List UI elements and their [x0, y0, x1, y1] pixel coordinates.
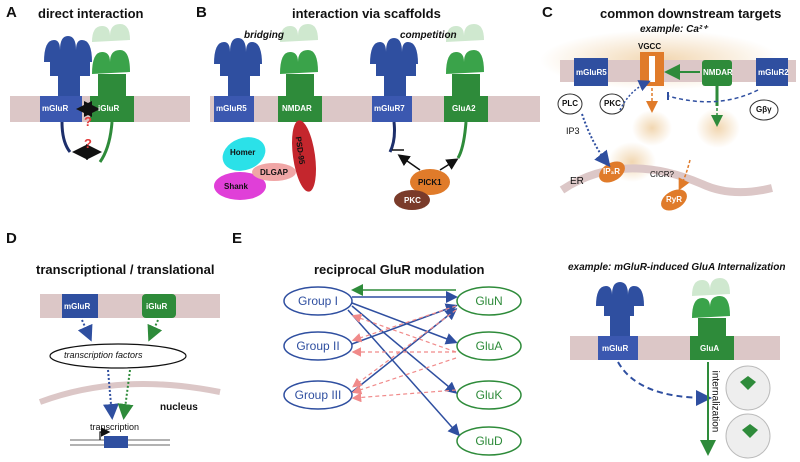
question-mark-1: ? — [84, 114, 92, 129]
label-er: ER — [570, 176, 584, 187]
dlgap-blob — [252, 163, 296, 181]
label-homer: Homer — [230, 148, 256, 157]
panel-e — [283, 284, 522, 456]
mglur-receptor — [40, 36, 92, 153]
question-mark-2: ? — [84, 136, 92, 151]
sub-bridging: bridging — [244, 30, 284, 41]
glua-node — [456, 331, 522, 361]
label-mglur-a: mGluR — [42, 104, 69, 113]
panel-letter-c: C — [542, 4, 553, 21]
plc-bubble — [557, 93, 583, 115]
label-glua-e: GluA — [700, 344, 720, 353]
nmdar-c — [702, 60, 732, 86]
gluk-node — [456, 380, 522, 410]
title-c: common downstream targets — [600, 6, 782, 21]
label-mglur-d: mGluR — [64, 302, 91, 311]
label-group3: Group III — [294, 388, 342, 402]
panel-letter-a: A — [6, 4, 17, 21]
title-d: transcriptional / translational — [36, 262, 215, 277]
gbg-bubble — [749, 99, 779, 121]
mglur5-c — [574, 58, 608, 86]
label-vgcc: VGCC — [638, 42, 662, 51]
label-plc: PLC — [562, 99, 578, 108]
label-ryr: RyR — [666, 195, 683, 204]
pkc-blob — [394, 190, 430, 210]
label-dlgap: DLGAP — [260, 168, 288, 177]
label-gbg: Gβγ — [756, 105, 772, 114]
label-group1: Group I — [297, 294, 339, 308]
label-mglur2-c: mGluR2 — [758, 68, 789, 77]
pkc-bubble — [599, 93, 625, 115]
label-pick1: PICK1 — [418, 178, 442, 187]
label-pkc-c: PKC — [604, 99, 621, 108]
mglur2-c — [756, 58, 788, 86]
ryr-channel — [661, 189, 687, 211]
shank-blob — [214, 172, 266, 200]
label-shank: Shank — [224, 182, 249, 191]
sub-competition: competition — [400, 30, 457, 41]
label-nmdar-c: NMDAR — [703, 68, 733, 77]
label-ip3r: IP₃R — [603, 167, 621, 176]
title-b: interaction via scaffolds — [292, 6, 441, 21]
homer-blob — [222, 137, 266, 171]
panel-e-example — [570, 278, 780, 459]
label-mglur5-b: mGluR5 — [216, 104, 247, 113]
glud-node — [456, 426, 522, 456]
mglur7-receptor — [370, 38, 418, 153]
example-e: example: mGluR-induced GluA Internalizat… — [568, 262, 786, 273]
psd95-blob — [292, 120, 316, 192]
nuclear-membrane — [38, 381, 221, 405]
label-group2: Group II — [296, 339, 340, 353]
panel-letter-e: E — [232, 230, 243, 247]
glua-e — [690, 278, 734, 360]
panel-d — [38, 294, 221, 448]
panel-letter-b: B — [196, 4, 207, 21]
label-transcription: transcription — [90, 422, 140, 432]
label-pkc-b: PKC — [404, 196, 421, 205]
mglur-d — [62, 294, 98, 318]
label-internalization: internalization — [709, 370, 721, 433]
label-cicr: CICR? — [650, 170, 675, 179]
pick1-blob — [410, 169, 450, 195]
panel-letter-d: D — [6, 230, 17, 247]
group2-node — [283, 331, 353, 361]
label-nucleus: nucleus — [160, 402, 198, 413]
panel-c — [540, 30, 796, 211]
label-gluk: GluK — [475, 388, 503, 402]
title-a: direct interaction — [38, 6, 144, 21]
panel-b — [210, 24, 540, 210]
label-tf: transcription factors — [64, 350, 143, 360]
nmdar-receptor — [278, 24, 322, 122]
label-glua: GluA — [475, 339, 503, 353]
panel-a — [10, 24, 190, 163]
label-mglur-e: mGluR — [602, 344, 629, 353]
title-e: reciprocal GluR modulation — [314, 262, 485, 277]
label-ip3: IP3 — [566, 126, 580, 136]
label-iglur-d: iGluR — [146, 302, 168, 311]
label-glun: GluN — [475, 294, 503, 308]
mglur-e — [596, 282, 644, 360]
subtitle-c: example: Ca²⁺ — [640, 24, 708, 35]
label-glua2-b: GluA2 — [452, 104, 476, 113]
tf-ellipse — [49, 343, 187, 369]
label-iglur-a: iGluR — [98, 104, 120, 113]
mglur5-receptor — [214, 38, 262, 122]
iglur-d — [142, 294, 176, 318]
label-glud: GluD — [475, 434, 503, 448]
er-membrane — [559, 164, 773, 197]
label-mglur5-c: mGluR5 — [576, 68, 607, 77]
iglur-receptor — [90, 24, 134, 163]
label-mglur7-b: mGluR7 — [374, 104, 405, 113]
glua2-receptor — [444, 24, 488, 159]
group1-node — [283, 286, 353, 316]
label-nmdar-b: NMDAR — [282, 104, 312, 113]
